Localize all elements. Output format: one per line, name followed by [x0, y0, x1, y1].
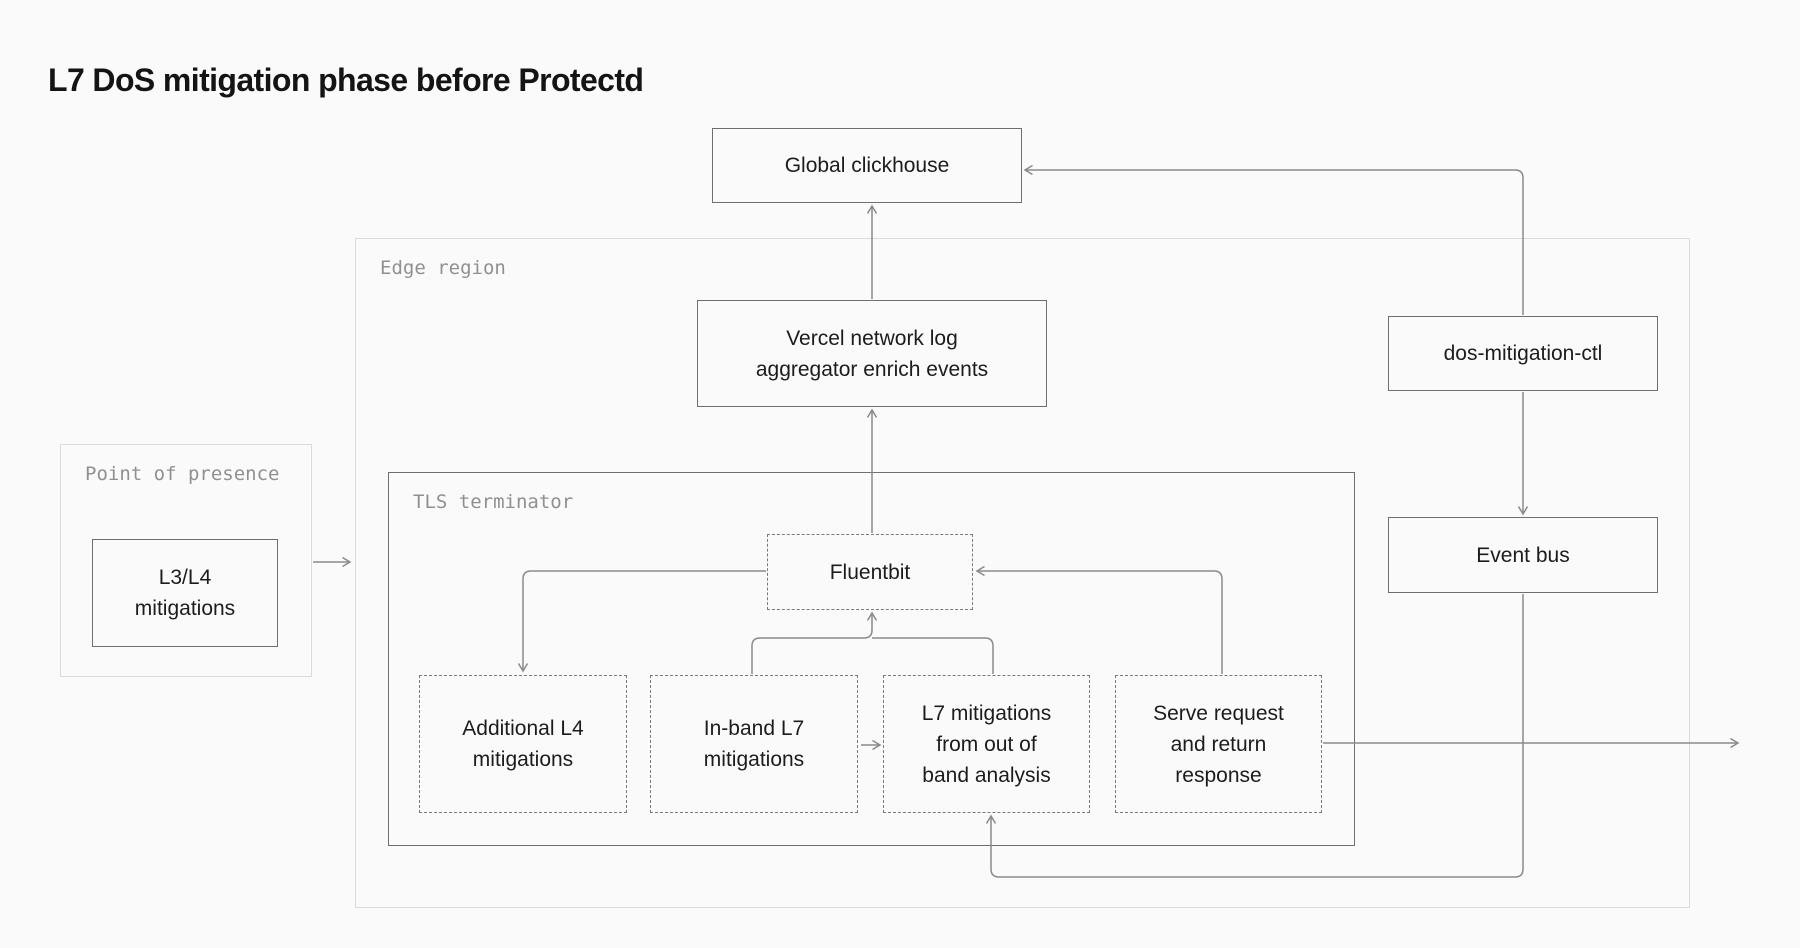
edge-eventbus-to-outofband — [985, 594, 1524, 878]
edge-region-label: Edge region — [380, 257, 506, 279]
edge-inband-to-fluentbit — [751, 611, 878, 674]
edge-outofband-to-fluentbit — [872, 637, 994, 674]
node-l3-l4-mitigations: L3/L4 mitigations — [92, 539, 278, 647]
node-l7-mitigations-out-of-band: L7 mitigations from out of band analysis — [883, 675, 1090, 813]
node-serve-request: Serve request and return response — [1115, 675, 1322, 813]
point-of-presence-container: Point of presence — [60, 444, 312, 677]
page-title: L7 DoS mitigation phase before Protectd — [48, 62, 644, 98]
edge-fluentbit-to-additional-l4 — [517, 570, 766, 673]
node-vercel-aggregator: Vercel network log aggregator enrich eve… — [697, 300, 1047, 407]
node-dos-mitigation-ctl: dos-mitigation-ctl — [1388, 316, 1658, 391]
edge-dosctl-to-clickhouse — [1023, 164, 1524, 315]
node-global-clickhouse: Global clickhouse — [712, 128, 1022, 203]
tls-terminator-label: TLS terminator — [413, 491, 574, 513]
edge-region-container: Edge region — [355, 238, 1690, 908]
node-fluentbit: Fluentbit — [767, 534, 973, 610]
edge-serve-to-fluentbit — [975, 565, 1223, 674]
point-of-presence-label: Point of presence — [85, 463, 280, 485]
node-event-bus: Event bus — [1388, 517, 1658, 593]
node-in-band-l7-mitigations: In-band L7 mitigations — [650, 675, 858, 813]
node-additional-l4-mitigations: Additional L4 mitigations — [419, 675, 627, 813]
